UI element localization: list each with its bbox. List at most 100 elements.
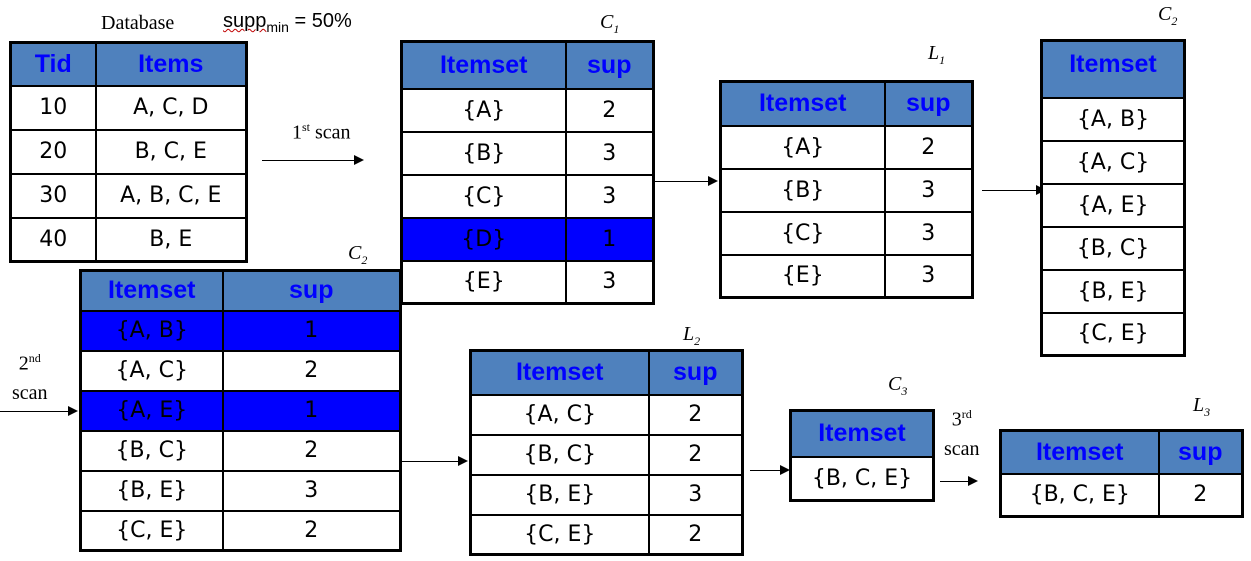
- table-row: {C, E}2: [79, 509, 402, 552]
- sup-cell: 2: [1157, 472, 1244, 518]
- tid-cell: 10: [9, 84, 97, 131]
- scan1-label: 1st scan: [292, 120, 351, 145]
- sup-cell: 3: [883, 253, 974, 299]
- table-row: {C}3: [719, 210, 974, 256]
- table-row: {A, C}2: [469, 393, 744, 436]
- table-row: {B, C, E}: [789, 455, 935, 502]
- tid-cell: 20: [9, 128, 97, 175]
- c1-header-sup: sup: [564, 40, 655, 90]
- itemset-cell: {B, E}: [469, 473, 650, 516]
- itemset-cell: {C, E}: [1040, 311, 1186, 357]
- l3-label: L3: [1193, 394, 1210, 420]
- sup-cell: 3: [564, 130, 655, 176]
- itemset-cell: {A, E}: [79, 389, 224, 432]
- c1-label-sub: 1: [613, 22, 620, 36]
- c2-candidates-header-itemset: Itemset: [1040, 39, 1186, 99]
- sup-cell: 2: [564, 87, 655, 133]
- c3-label-main: C: [888, 373, 902, 395]
- itemset-cell: {C}: [719, 210, 886, 256]
- scan2-number: 2: [18, 352, 29, 375]
- items-cell: B, E: [94, 216, 248, 263]
- table-row: {A}2: [400, 87, 655, 133]
- c2-mid-label: C2: [348, 242, 367, 268]
- c3-label: C3: [888, 373, 907, 399]
- itemset-cell: {B, C, E}: [789, 455, 935, 502]
- scan1-word: scan: [310, 121, 351, 144]
- c2-top-label-main: C: [1158, 3, 1172, 25]
- sup-cell: 3: [564, 173, 655, 219]
- database-label: Database: [101, 12, 175, 34]
- supp-value: = 50%: [288, 10, 352, 32]
- sup-cell: 3: [883, 167, 974, 213]
- itemset-cell: {B, C}: [469, 433, 650, 476]
- l1-to-c2-arrow: [982, 185, 1046, 195]
- pruned-row: {D}1: [400, 216, 655, 262]
- table-row: {C, E}: [1040, 311, 1186, 357]
- table-row: {C}3: [400, 173, 655, 219]
- sup-cell: 2: [647, 513, 744, 556]
- supp-subscript: min: [266, 19, 289, 35]
- scan1-number: 1: [292, 121, 302, 144]
- l1-label-sub: 1: [939, 53, 946, 67]
- sup-cell: 3: [564, 259, 655, 305]
- table-row: {B, C}2: [79, 429, 402, 472]
- table-row: {A, E}: [1040, 182, 1186, 228]
- table-row: {A}2: [719, 124, 974, 170]
- itemset-cell: {E}: [400, 259, 567, 305]
- items-cell: B, C, E: [94, 128, 248, 175]
- itemset-cell: {A, B}: [1040, 96, 1186, 142]
- table-row: {A, C}: [1040, 139, 1186, 185]
- c2-candidates-table: Itemset {A, B} {A, C} {A, E} {B, C} {B, …: [1040, 39, 1186, 357]
- sup-cell: 3: [883, 210, 974, 256]
- l3-label-main: L: [1193, 394, 1205, 416]
- scan2-arrow: [0, 406, 78, 416]
- c2-top-label-sub: 2: [1171, 14, 1178, 28]
- table-row: {C, E}2: [469, 513, 744, 556]
- c1-to-l1-arrow: [652, 176, 718, 186]
- database-header-items: Items: [94, 41, 248, 87]
- c2-mid-label-sub: 2: [361, 253, 368, 267]
- itemset-cell: {D}: [400, 216, 567, 262]
- itemset-cell: {E}: [719, 253, 886, 299]
- c1-label-main: C: [600, 11, 614, 33]
- sup-cell: 1: [221, 389, 402, 432]
- l2-label-sub: 2: [694, 334, 701, 348]
- database-header-tid: Tid: [9, 41, 97, 87]
- l2-header-sup: sup: [647, 349, 744, 396]
- l2-to-c3-arrow: [750, 465, 790, 475]
- l1-header-sup: sup: [883, 80, 974, 127]
- itemset-cell: {B, E}: [79, 469, 224, 512]
- l3-table: Itemset sup {B, C, E}2: [999, 429, 1244, 518]
- sup-cell: 2: [883, 124, 974, 170]
- items-cell: A, B, C, E: [94, 172, 248, 219]
- table-row: {E}3: [400, 259, 655, 305]
- scan1-arrow: [262, 155, 364, 165]
- scan3-suffix: rd: [961, 407, 972, 421]
- scan3-word: scan: [944, 437, 980, 460]
- l3-label-sub: 3: [1204, 405, 1211, 419]
- c3-table: Itemset {B, C, E}: [789, 409, 935, 502]
- c2-counted-header-sup: sup: [221, 269, 402, 312]
- c2-to-l2-arrow: [402, 456, 468, 466]
- itemset-cell: {B, C}: [79, 429, 224, 472]
- tid-cell: 40: [9, 216, 97, 263]
- l2-label: L2: [683, 323, 700, 349]
- scan1-suffix: st: [302, 120, 311, 134]
- table-row: {E}3: [719, 253, 974, 299]
- table-row: {A, B}: [1040, 96, 1186, 142]
- l1-header-itemset: Itemset: [719, 80, 886, 127]
- itemset-cell: {A, C}: [79, 349, 224, 392]
- itemset-cell: {C}: [400, 173, 567, 219]
- pruned-row: {A, B}1: [79, 309, 402, 352]
- l1-table: Itemset sup {A}2 {B}3 {C}3 {E}3: [719, 80, 974, 299]
- table-row: {B, C}2: [469, 433, 744, 476]
- l2-table: Itemset sup {A, C}2 {B, C}2 {B, E}3 {C, …: [469, 349, 744, 556]
- c1-header-itemset: Itemset: [400, 40, 567, 90]
- itemset-cell: {C, E}: [469, 513, 650, 556]
- table-row: {A, C}2: [79, 349, 402, 392]
